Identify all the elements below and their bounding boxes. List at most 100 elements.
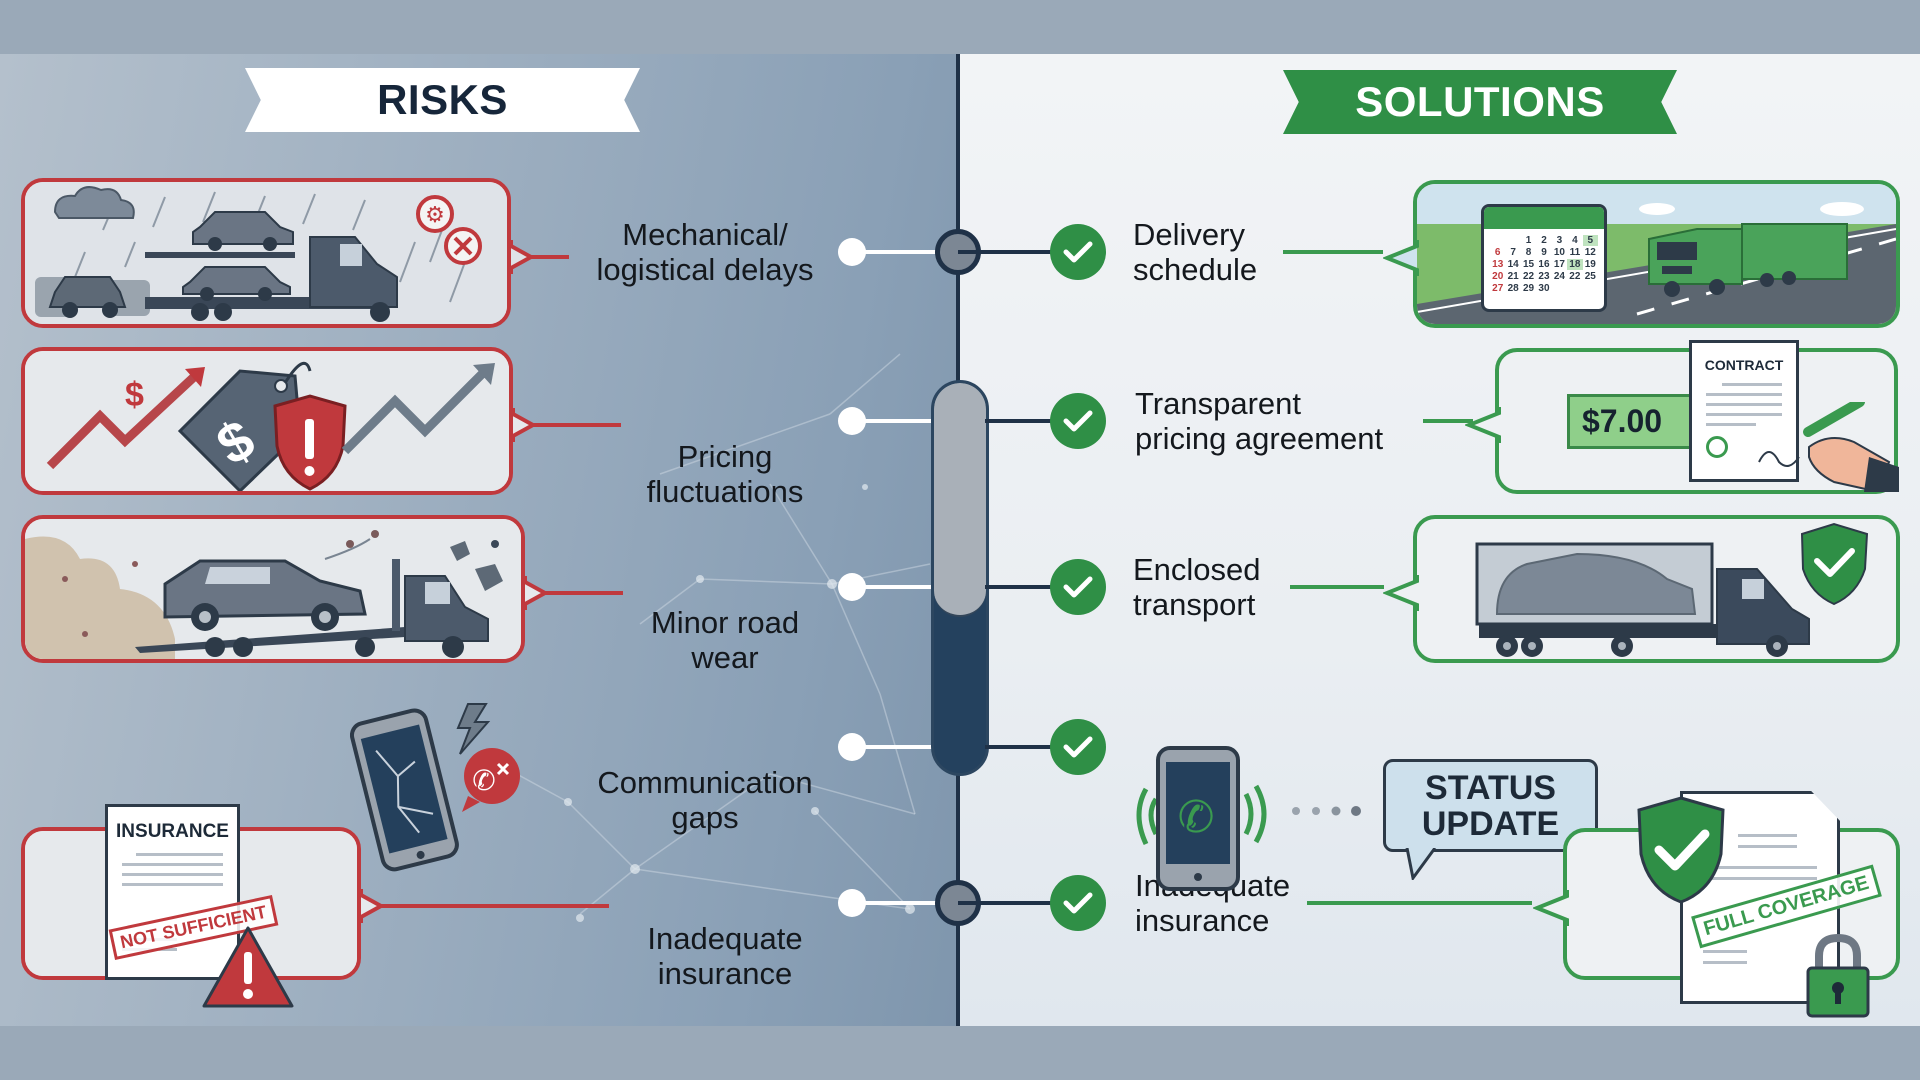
connector-line bbox=[1290, 585, 1384, 589]
calendar-day: 11 bbox=[1569, 247, 1581, 258]
price-box: $7.00 bbox=[1567, 394, 1695, 449]
card-pointer bbox=[1465, 407, 1501, 443]
phone-call-status-icon: ✆ bbox=[1136, 746, 1361, 891]
calendar-day: 23 bbox=[1538, 271, 1550, 282]
calendar-day: 9 bbox=[1541, 247, 1547, 258]
connector-line bbox=[1283, 250, 1383, 254]
connector-line bbox=[985, 745, 1055, 749]
warning-triangle-icon bbox=[202, 926, 294, 1008]
connector-line bbox=[852, 745, 932, 749]
calendar-day: 20 bbox=[1492, 271, 1504, 282]
risk-label-delays: Mechanical/logistical delays bbox=[596, 217, 814, 287]
risk-card-pricing: $ $ bbox=[21, 347, 621, 495]
connector-line bbox=[852, 585, 932, 589]
infographic: RISKS bbox=[0, 54, 1920, 1026]
calendar-day: 21 bbox=[1507, 271, 1519, 282]
status-line-1: STATUS bbox=[1425, 768, 1556, 807]
calendar-day: 12 bbox=[1584, 247, 1596, 258]
calendar-day: 8 bbox=[1525, 247, 1532, 258]
card-pointer bbox=[359, 889, 609, 923]
status-line-2: UPDATE bbox=[1421, 804, 1560, 843]
check-icon bbox=[1050, 719, 1106, 775]
calendar-day: 5 bbox=[1582, 235, 1598, 246]
solutions-title: SOLUTIONS bbox=[1355, 78, 1605, 125]
calendar-day bbox=[1490, 235, 1505, 246]
risk-dot bbox=[838, 238, 866, 266]
signing-hand-icon bbox=[1758, 402, 1899, 492]
broken-phone-icon: ✆ bbox=[350, 703, 520, 872]
network-background bbox=[479, 353, 931, 922]
svg-text:$: $ bbox=[125, 376, 144, 414]
calendar-day: 2 bbox=[1541, 235, 1547, 246]
calendar-day bbox=[1505, 235, 1520, 246]
calendar-day: 3 bbox=[1556, 235, 1563, 246]
progress-pill-fill bbox=[934, 383, 986, 617]
card-pointer bbox=[523, 576, 623, 610]
card-pointer bbox=[1383, 575, 1419, 611]
calendar-day: 14 bbox=[1507, 259, 1519, 270]
calendar-day: 13 bbox=[1492, 259, 1504, 270]
check-icon bbox=[1050, 224, 1106, 280]
solution-card-pricing: $7.00 CONTRACT bbox=[1465, 340, 1899, 494]
risk-dot bbox=[838, 733, 866, 761]
calendar-day: 29 bbox=[1523, 283, 1535, 294]
calendar-day bbox=[1552, 283, 1567, 294]
seal-icon bbox=[1706, 436, 1728, 458]
shield-check-icon bbox=[1637, 796, 1725, 904]
svg-text:✆: ✆ bbox=[1178, 792, 1215, 843]
connector-line bbox=[985, 585, 1055, 589]
status-update-bubble: STATUS UPDATE bbox=[1383, 759, 1598, 852]
risks-panel: RISKS bbox=[0, 54, 958, 1026]
solutions-banner: SOLUTIONS bbox=[1283, 70, 1677, 134]
svg-text:✆: ✆ bbox=[472, 764, 495, 797]
calendar-day: 7 bbox=[1510, 247, 1516, 258]
calendar-day: 4 bbox=[1572, 235, 1578, 246]
calendar-day: 18 bbox=[1567, 259, 1583, 270]
calendar-header bbox=[1484, 207, 1604, 229]
connector-line bbox=[958, 901, 1058, 905]
card-pointer bbox=[1533, 890, 1569, 926]
price-tag-warning-icon: $ $ bbox=[25, 351, 509, 491]
connector-line bbox=[852, 419, 932, 423]
calendar-day: 28 bbox=[1507, 283, 1519, 294]
calendar-day: 15 bbox=[1523, 259, 1535, 270]
solution-card-enclosed bbox=[1383, 515, 1900, 663]
calendar-day: 22 bbox=[1569, 271, 1581, 282]
price-value: $7.00 bbox=[1582, 403, 1663, 439]
check-icon bbox=[1050, 875, 1106, 931]
card-pointer bbox=[509, 240, 569, 274]
progress-pill bbox=[931, 380, 989, 776]
calendar-day bbox=[1567, 283, 1582, 294]
calendar-truck-icon bbox=[1417, 184, 1896, 324]
card-pointer bbox=[511, 408, 621, 442]
bubble-tail bbox=[1405, 848, 1437, 880]
enclosed-truck-icon bbox=[1475, 522, 1869, 657]
calendar-day: 19 bbox=[1584, 259, 1596, 270]
connector-line bbox=[985, 419, 1055, 423]
contract-document: CONTRACT bbox=[1689, 340, 1799, 482]
calendar-day: 22 bbox=[1523, 271, 1535, 282]
calendar-day: 6 bbox=[1494, 247, 1501, 258]
contract-title: CONTRACT bbox=[1704, 357, 1784, 373]
calendar-day: 30 bbox=[1538, 283, 1550, 294]
risk-dot bbox=[838, 407, 866, 435]
risk-dot bbox=[838, 573, 866, 601]
lock-icon bbox=[1806, 933, 1870, 1018]
calendar-day: 16 bbox=[1538, 259, 1550, 270]
connector-line bbox=[1423, 419, 1473, 423]
check-icon bbox=[1050, 393, 1106, 449]
calendar-day: 25 bbox=[1584, 271, 1596, 282]
connector-line bbox=[852, 250, 958, 254]
risks-title: RISKS bbox=[377, 76, 508, 123]
insurance-doc-title: INSURANCE bbox=[116, 821, 229, 842]
connector-line bbox=[958, 250, 1058, 254]
